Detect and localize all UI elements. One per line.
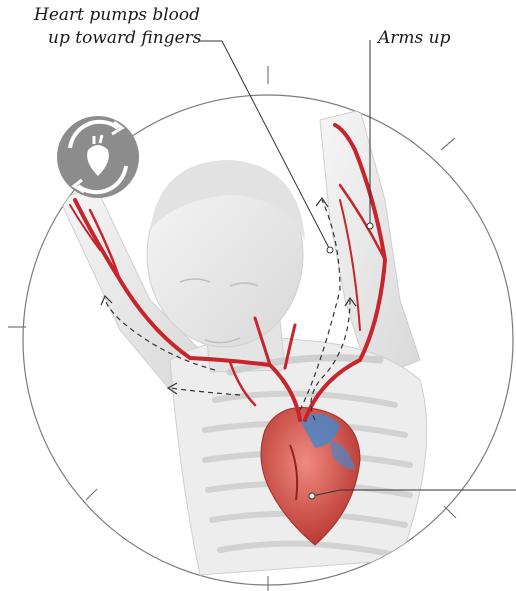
heart-cycle-icon: [57, 116, 139, 198]
